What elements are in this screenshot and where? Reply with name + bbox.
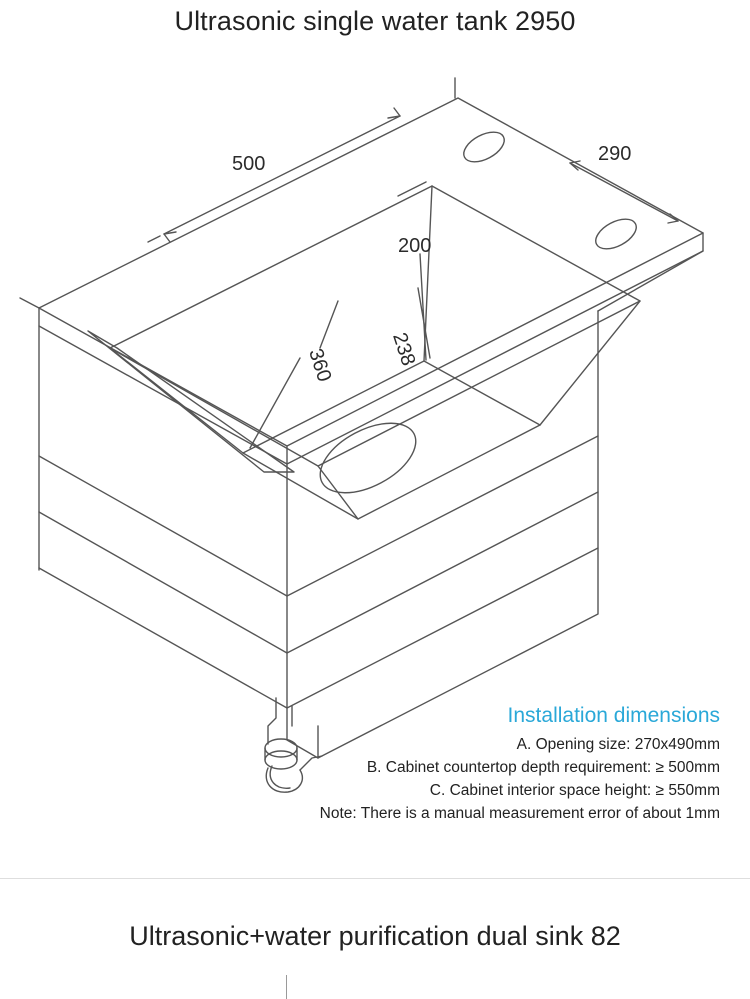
dimension-line-200 (397, 181, 427, 197)
next-diagram-stub (286, 975, 287, 999)
page-title-top: Ultrasonic single water tank 2950 (174, 6, 576, 36)
dimension-line-200-vert (419, 253, 427, 361)
dimension-label-200: 200 (398, 235, 432, 257)
drain-hose-outlet (299, 755, 323, 771)
section-divider (0, 878, 750, 879)
drain-pipe-upper (267, 697, 277, 745)
sink-isometric-svg (19, 77, 704, 793)
drain-hose-loop (265, 767, 304, 793)
dimension-line-360 (249, 357, 301, 449)
faucet-hole-2 (595, 218, 637, 250)
cabinet-front-face (38, 325, 288, 709)
installation-heading: Installation dimensions (507, 704, 720, 727)
dimension-label-290: 290 (598, 143, 632, 165)
installation-line-b: B. Cabinet countertop depth requirement:… (366, 759, 720, 777)
countertop-front-edge (38, 307, 288, 465)
dimension-line-238 (417, 287, 431, 359)
cabinet-base-front (286, 707, 319, 759)
dimension-line-290 (569, 162, 679, 222)
cabinet-seam-front-2 (38, 511, 288, 654)
cabinet-base-right (317, 547, 599, 759)
dimension-arrow-290-right (667, 213, 679, 224)
countertop-right-edge (286, 232, 704, 465)
cabinet-top-right-edge (597, 250, 704, 312)
dimension-ext-500-a (147, 235, 161, 243)
installation-line-c: C. Cabinet interior space height: ≥ 550m… (429, 781, 720, 799)
installation-line-a: A. Opening size: 270x490mm (516, 736, 720, 754)
dimension-line-500 (163, 115, 401, 235)
cabinet-seam-right (286, 435, 599, 597)
drain-hose-loop-inner (269, 765, 291, 789)
dimension-arrow-500-right (387, 107, 401, 119)
drainboard-groove (87, 330, 295, 473)
ext-line-left (19, 297, 40, 309)
installation-dimensions-block: Installation dimensions A. Opening size:… (240, 703, 720, 825)
dimension-arrow-500-left (163, 231, 177, 243)
dimension-arrow-290-left (569, 160, 581, 171)
basin-rim (109, 185, 641, 467)
dimension-label-500: 500 (232, 153, 266, 175)
faucet-hole-1 (463, 131, 505, 163)
basin-wall-right (539, 300, 641, 426)
drain-opening (319, 422, 417, 494)
sink-technical-drawing: 500 290 200 238 360 Installation dimensi… (0, 58, 750, 858)
cabinet-seam-right-2 (286, 491, 599, 654)
installation-note: Note: There is a manual measurement erro… (319, 804, 720, 822)
dimension-line-360-upper (319, 300, 339, 349)
page-title-bottom: Ultrasonic+water purification dual sink … (129, 921, 621, 951)
drain-trap-sides (264, 747, 298, 761)
cabinet-seam-front (38, 455, 288, 597)
